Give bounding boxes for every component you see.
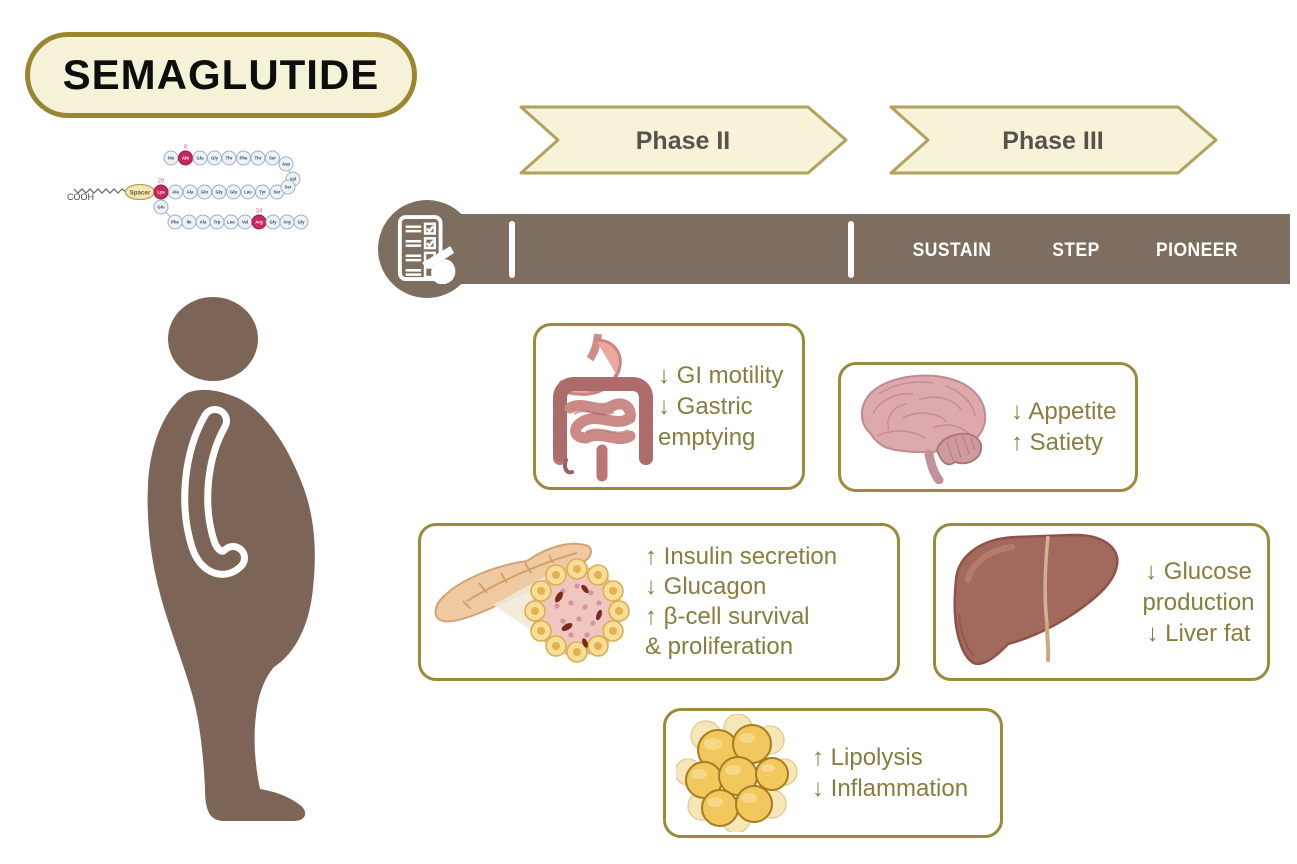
svg-text:Aib: Aib (182, 156, 189, 161)
adipose-effects-text: ↑ Lipolysis ↓ Inflammation (812, 744, 969, 802)
phase-3-arrow-shape (889, 105, 1218, 175)
phase-2-arrow: Phase II (519, 105, 848, 175)
svg-text:Trp: Trp (214, 220, 221, 225)
timeline-tick-1 (509, 221, 515, 278)
position-label-8: 8 (184, 145, 188, 151)
timeline-tick-2 (848, 221, 854, 278)
obese-body-silhouette (147, 297, 315, 821)
svg-text:Phe: Phe (240, 156, 248, 161)
svg-text:Glu: Glu (196, 156, 204, 161)
residue-asp (278, 156, 294, 172)
position-label-34: 34 (256, 209, 263, 215)
gi-effects-box: ↓ GI motility ↓ Gastric emptying (533, 323, 805, 490)
svg-text:Leu: Leu (244, 190, 252, 195)
residue-gly (293, 214, 309, 230)
liver-effects-text: ↓ Glucose production ↓ Liver fat (1142, 557, 1255, 647)
svg-text:Ser: Ser (274, 190, 281, 195)
page-title: SEMAGLUTIDE (62, 51, 380, 98)
pancreas-islet-illustration (434, 542, 630, 663)
svg-text:His: His (168, 156, 175, 161)
hand-with-pen-icon (422, 246, 456, 284)
checklist-icon (397, 215, 456, 284)
svg-text:Gly: Gly (216, 190, 224, 195)
gi-effects-text: ↓ GI motility ↓ Gastric emptying (658, 362, 784, 451)
trial-timeline-bar (427, 214, 1290, 284)
trial-sustain-label: SUSTAIN (912, 240, 992, 261)
svg-text:Ile: Ile (187, 220, 192, 225)
svg-text:Lys: Lys (157, 190, 165, 195)
phase-2-arrow-shape (519, 105, 848, 175)
islet-inner-cells (554, 583, 602, 638)
phase-3-arrow: Phase III (889, 105, 1218, 175)
fat-cells-illustration (676, 714, 798, 832)
phase-2-label: Phase II (636, 127, 731, 155)
fatty-acid-chain (73, 188, 127, 194)
trial-timeline-start (378, 200, 476, 298)
svg-text:Val: Val (242, 220, 248, 225)
brain-effects-text: ↓ Appetite ↑ Satiety (1011, 398, 1117, 456)
svg-text:Ala: Ala (172, 190, 179, 195)
gi-tract-illustration (553, 333, 653, 481)
residue-ser (280, 179, 296, 195)
svg-text:Gly: Gly (270, 220, 278, 225)
residue-glu (153, 199, 169, 215)
residue-ser (265, 150, 280, 166)
brain-illustration (861, 374, 987, 484)
svg-text:Gly: Gly (298, 220, 306, 225)
pancreas-effects-text: ↑ Insulin secretion ↓ Glucagon ↑ β-cell … (645, 543, 838, 660)
svg-text:Arg: Arg (255, 220, 263, 225)
svg-text:Glu: Glu (157, 205, 165, 210)
svg-text:Thr: Thr (226, 156, 233, 161)
position-label-26: 26 (158, 179, 165, 185)
trial-step-label: STEP (1052, 240, 1100, 261)
svg-text:Ser: Ser (285, 185, 292, 190)
svg-text:Leu: Leu (227, 220, 235, 225)
spacer-label: Spacer (130, 189, 151, 196)
svg-text:Tyr: Tyr (259, 190, 266, 195)
svg-text:Val: Val (290, 177, 296, 182)
cooh-label: COOH (67, 192, 94, 202)
svg-text:Ala: Ala (187, 190, 194, 195)
trial-pioneer-label: PIONEER (1156, 240, 1238, 261)
svg-text:Gln: Gln (201, 190, 209, 195)
liver-effects-box: ↓ Glucose production ↓ Liver fat (933, 523, 1270, 681)
svg-text:Gly: Gly (211, 156, 219, 161)
title-pill: SEMAGLUTIDE (25, 32, 417, 118)
svg-text:Phe: Phe (171, 220, 179, 225)
brain-effects-box: ↓ Appetite ↑ Satiety (838, 362, 1138, 492)
svg-text:Ser: Ser (269, 156, 276, 161)
svg-text:Ala: Ala (200, 220, 207, 225)
phase-3-label: Phase III (1002, 127, 1103, 155)
svg-text:Asp: Asp (282, 162, 290, 167)
svg-text:Thr: Thr (255, 156, 262, 161)
svg-text:Glu: Glu (230, 190, 238, 195)
liver-illustration (953, 533, 1119, 666)
svg-text:Arg: Arg (283, 220, 291, 225)
pancreas-effects-box: ↑ Insulin secretion ↓ Glucagon ↑ β-cell … (418, 523, 900, 681)
adipose-effects-box: ↑ Lipolysis ↓ Inflammation (663, 708, 1003, 838)
